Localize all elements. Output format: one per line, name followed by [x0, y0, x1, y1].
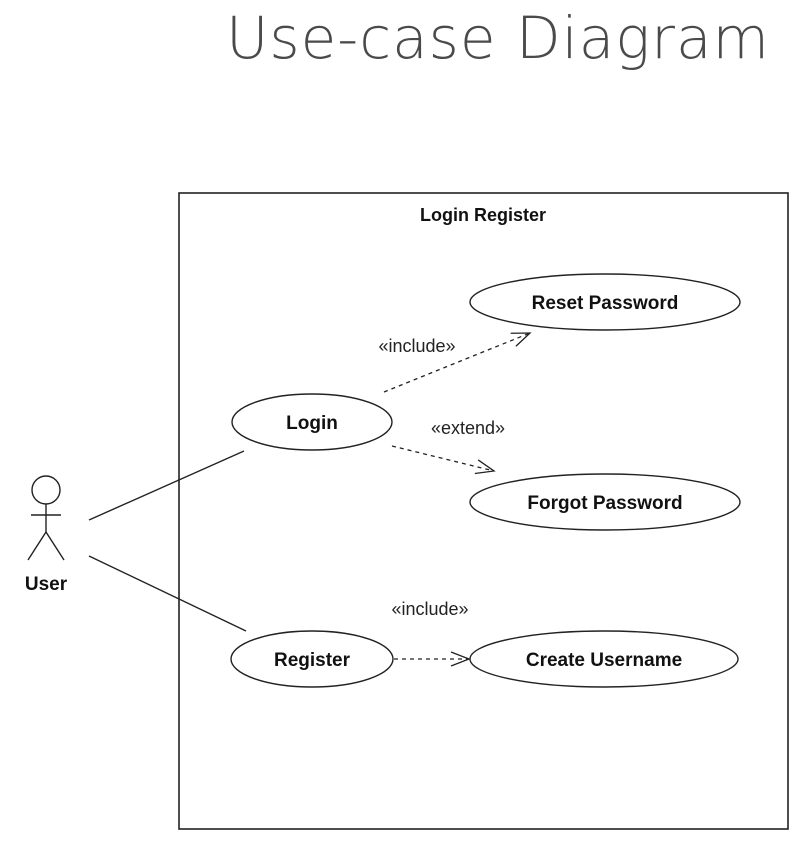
association-user-login — [88, 450, 245, 521]
use-case-label: Forgot Password — [527, 493, 682, 514]
use-case-ellipse — [231, 393, 393, 451]
use-case-ellipse — [469, 473, 741, 531]
use-case-ellipse — [469, 630, 739, 688]
use-case-forgot-password[interactable]: Forgot Password — [469, 473, 741, 531]
actor-user[interactable]: User — [25, 475, 68, 595]
use-case-create-username[interactable]: Create Username — [469, 630, 739, 688]
use-case-label: Create Username — [526, 650, 682, 671]
use-case-ellipse — [469, 273, 741, 331]
use-case-register[interactable]: Register — [230, 630, 394, 688]
page-title: Use-case Diagram — [225, 4, 770, 72]
use-case-reset-password[interactable]: Reset Password — [469, 273, 741, 331]
use-case-ellipse — [230, 630, 394, 688]
system-title: Login Register — [420, 205, 546, 225]
use-case-label: Login — [286, 413, 338, 434]
use-case-label: Register — [274, 650, 351, 671]
stereotype-include-create: «include» — [391, 599, 468, 619]
association-user-register — [88, 555, 247, 632]
stereotype-include-reset: «include» — [378, 336, 455, 356]
actor-label: User — [25, 574, 68, 595]
actor-right-leg — [45, 531, 65, 561]
system-boundary — [178, 192, 789, 830]
use-case-login[interactable]: Login — [231, 393, 393, 451]
actor-head — [31, 475, 61, 505]
actor-left-leg — [27, 531, 47, 561]
dependency-login-forgot — [391, 445, 496, 475]
stereotype-extend-forgot: «extend» — [431, 418, 505, 438]
use-case-label: Reset Password — [532, 293, 679, 314]
dependency-login-reset — [383, 332, 532, 393]
